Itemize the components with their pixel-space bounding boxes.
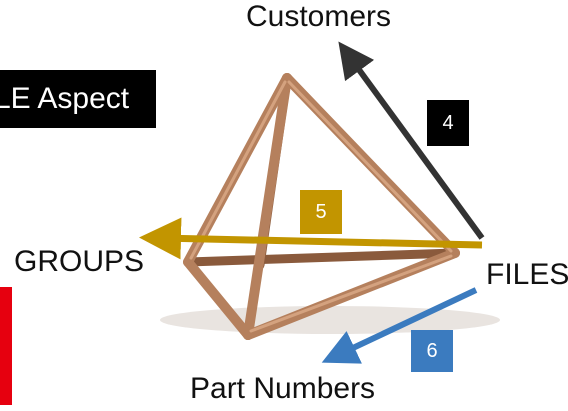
node-groups: GROUPS <box>14 245 145 278</box>
relation-badge-5: 5 <box>300 190 342 234</box>
tetrahedron-highlights <box>189 80 453 333</box>
red-side-bar <box>0 287 12 405</box>
arrow-to-part-numbers <box>321 287 478 364</box>
node-files: FILES <box>486 258 568 291</box>
arrow-to-customers <box>338 41 485 240</box>
arrow-to-groups <box>139 217 483 260</box>
node-customers: Customers <box>246 0 392 33</box>
relation-badge-4: 4 <box>427 100 469 146</box>
aspect-label: LE Aspect <box>0 70 156 128</box>
relation-badge-6: 6 <box>411 330 453 372</box>
node-part-numbers: Part Numbers <box>190 372 376 405</box>
